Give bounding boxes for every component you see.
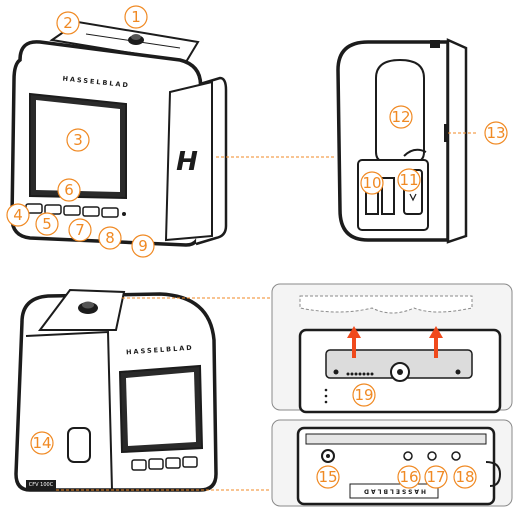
front-button-2 — [44, 204, 62, 215]
svg-text:15: 15 — [318, 468, 337, 486]
callout-1: 1 — [124, 5, 148, 29]
bottom-inset-body — [296, 426, 496, 506]
svg-text:6: 6 — [64, 181, 74, 199]
card-latch-mark — [409, 193, 417, 202]
svg-text:16: 16 — [399, 468, 418, 486]
callout-10: 10 — [360, 171, 384, 195]
model-plate — [26, 480, 56, 490]
side-top-stub — [430, 40, 440, 48]
svg-text:5: 5 — [42, 215, 52, 233]
top-inset-screw-1 — [333, 369, 339, 375]
callout-16: 16 — [397, 465, 421, 489]
bottom-inset-hook — [485, 461, 502, 487]
bottom-button-1 — [131, 459, 147, 471]
top-detail-inset — [271, 283, 513, 414]
camera-bottom-view: HASSELBLAD CFV 100C — [14, 288, 218, 492]
svg-text:17: 17 — [426, 468, 445, 486]
front-button-4 — [82, 206, 100, 217]
svg-text:7: 7 — [75, 221, 85, 239]
side-logo-letter: H — [176, 147, 200, 177]
svg-text:8: 8 — [105, 229, 115, 247]
card-slot-2 — [381, 177, 395, 215]
bottom-inset-wordmark: HASSELBLAD — [362, 488, 426, 495]
svg-text:11: 11 — [399, 171, 418, 189]
svg-text:18: 18 — [455, 468, 474, 486]
top-inset-screw-2 — [455, 369, 461, 375]
side-port — [444, 124, 448, 142]
bottom-buttons — [131, 456, 198, 471]
callouts: 1 2 3 4 5 6 7 8 9 10 11 12 13 14 15 16 1… — [6, 5, 508, 489]
front-led — [122, 212, 126, 216]
top-inset-accessory — [299, 295, 473, 314]
callout-17: 17 — [424, 465, 448, 489]
bottom-lcd-inner — [126, 372, 196, 446]
svg-text:4: 4 — [13, 206, 23, 224]
top-inset-side-dots — [324, 388, 328, 404]
side-rear-plate — [446, 38, 468, 244]
top-inset-arrows — [347, 326, 443, 358]
callout-8: 8 — [98, 226, 122, 250]
front-buttons — [25, 203, 126, 218]
bottom-button-4 — [182, 456, 198, 468]
bottom-inset-connector-16 — [403, 451, 413, 461]
callout-15: 15 — [316, 465, 340, 489]
svg-text:9: 9 — [138, 237, 148, 255]
front-button-5 — [101, 207, 119, 218]
callout-4: 4 — [6, 203, 30, 227]
callout-9: 9 — [131, 234, 155, 258]
callout-13: 13 — [484, 121, 508, 145]
top-inset-mount-center — [397, 369, 403, 375]
callout-3: 3 — [66, 128, 90, 152]
svg-text:2: 2 — [63, 14, 73, 32]
svg-text:12: 12 — [391, 108, 410, 126]
side-button — [67, 427, 91, 463]
camera-front-view: H HASSELBLAD — [10, 20, 228, 247]
callout-18: 18 — [453, 465, 477, 489]
svg-text:13: 13 — [486, 124, 505, 142]
svg-text:1: 1 — [131, 8, 141, 26]
bottom-dial-cap — [82, 301, 94, 309]
callout-6: 6 — [57, 178, 81, 202]
bottom-button-3 — [165, 457, 181, 469]
bottom-button-2 — [148, 458, 164, 470]
battery-release — [403, 148, 427, 157]
svg-text:14: 14 — [32, 434, 51, 452]
side-logo-panel — [164, 80, 213, 242]
bottom-inset-rail — [305, 433, 487, 445]
bottom-front-face — [25, 330, 113, 491]
top-dial-cap — [131, 34, 141, 40]
bottom-inset-label-plate — [349, 483, 439, 499]
callout-11: 11 — [397, 168, 421, 192]
callout-5: 5 — [35, 212, 59, 236]
camera-side-view — [336, 38, 468, 244]
callout-7: 7 — [68, 218, 92, 242]
bottom-inset-connector-17 — [427, 451, 437, 461]
bottom-inset-connector-18 — [451, 451, 461, 461]
svg-text:19: 19 — [354, 386, 373, 404]
callout-14: 14 — [30, 431, 54, 455]
svg-text:10: 10 — [362, 174, 381, 192]
model-label: CFV 100C — [29, 482, 54, 488]
bottom-inset-connector-15-center — [326, 454, 330, 458]
svg-text:3: 3 — [73, 131, 83, 149]
front-button-3 — [63, 205, 81, 216]
callout-2: 2 — [56, 11, 80, 35]
top-inset-contacts — [346, 372, 374, 376]
callout-12: 12 — [389, 105, 413, 129]
callout-19: 19 — [352, 383, 376, 407]
bottom-detail-inset: HASSELBLAD — [271, 419, 513, 507]
